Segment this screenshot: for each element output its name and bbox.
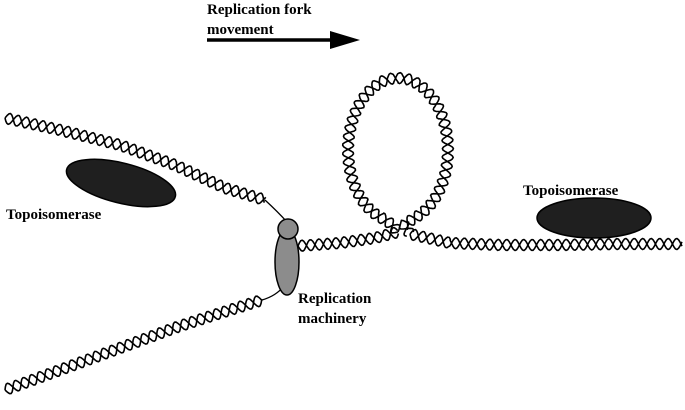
supercoil-loop-strand-2 bbox=[341, 72, 455, 234]
fork-movement-arrow bbox=[207, 31, 360, 49]
duplex-right-strand-2 bbox=[409, 228, 683, 252]
replication-machinery-head bbox=[277, 218, 299, 240]
topoisomerase-left-label: Topoisomerase bbox=[6, 207, 102, 223]
dna-strands bbox=[4, 71, 683, 395]
topoisomerase-left bbox=[65, 158, 177, 208]
topoisomerase-right bbox=[536, 197, 652, 239]
topoisomerase-right-label: Topoisomerase bbox=[523, 183, 619, 199]
fork-movement-label-line1: Replication fork bbox=[207, 2, 312, 18]
replication-machinery-label-line2: machinery bbox=[298, 311, 367, 327]
upper-arm-strand-2 bbox=[4, 112, 267, 205]
replication-machinery-label-line1: Replication bbox=[298, 291, 372, 307]
upper-arm-strand-1 bbox=[4, 114, 265, 203]
duplex-left-strand-2 bbox=[297, 228, 400, 252]
fork-movement-label-line2: movement bbox=[207, 22, 274, 38]
lower-arm-strand-2 bbox=[4, 297, 263, 392]
lower-arm-strand-1 bbox=[4, 295, 263, 395]
upper-arm-tether bbox=[264, 199, 288, 223]
